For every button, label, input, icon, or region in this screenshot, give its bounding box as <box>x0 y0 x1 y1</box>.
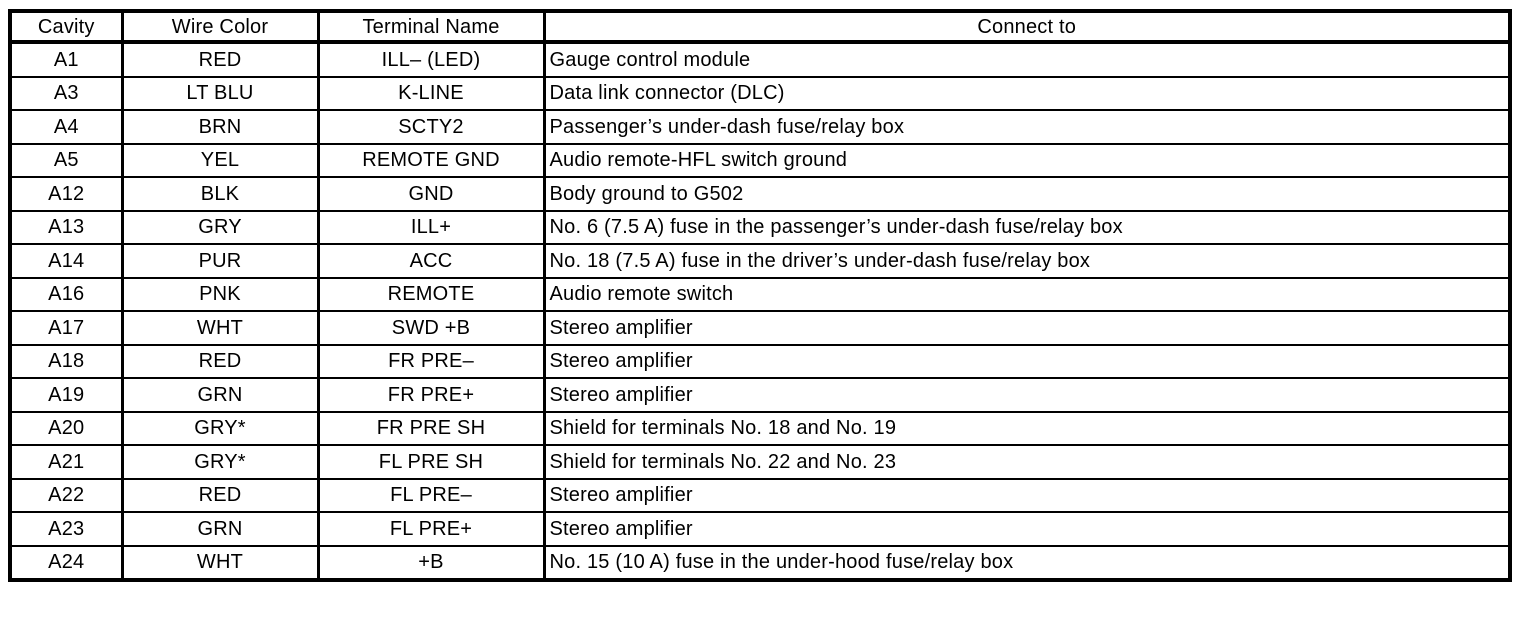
cell-wire-color: PUR <box>120 243 320 279</box>
cell-connect-to: Stereo amplifier <box>542 343 1512 379</box>
cell-cavity: A14 <box>8 243 124 279</box>
cell-terminal-name: ILL+ <box>316 209 546 245</box>
cell-wire-color: RED <box>120 477 320 513</box>
cell-wire-color: WHT <box>120 310 320 346</box>
cell-wire-color: BRN <box>120 109 320 145</box>
connector-pinout-table: Cavity Wire Color Terminal Name Connect … <box>8 9 1512 582</box>
cell-cavity: A16 <box>8 276 124 312</box>
cell-connect-to: Body ground to G502 <box>542 176 1512 212</box>
cell-terminal-name: REMOTE <box>316 276 546 312</box>
cell-wire-color: PNK <box>120 276 320 312</box>
cell-wire-color: LT BLU <box>120 75 320 111</box>
column-header-cavity: Cavity <box>8 10 124 44</box>
cell-cavity: A1 <box>8 41 124 78</box>
cell-cavity: A3 <box>8 75 124 111</box>
cell-connect-to: Shield for terminals No. 18 and No. 19 <box>542 410 1512 446</box>
cell-terminal-name: REMOTE GND <box>316 142 546 178</box>
cell-cavity: A23 <box>8 511 124 547</box>
cell-cavity: A20 <box>8 410 124 446</box>
cell-connect-to: Stereo amplifier <box>542 511 1512 547</box>
cell-cavity: A22 <box>8 477 124 513</box>
cell-cavity: A21 <box>8 444 124 480</box>
column-header-terminal-name: Terminal Name <box>316 10 546 44</box>
cell-connect-to: No. 15 (10 A) fuse in the under-hood fus… <box>542 544 1512 581</box>
cell-connect-to: No. 18 (7.5 A) fuse in the driver’s unde… <box>542 243 1512 279</box>
cell-wire-color: GRN <box>120 377 320 413</box>
cell-connect-to: Shield for terminals No. 22 and No. 23 <box>542 444 1512 480</box>
cell-terminal-name: ILL– (LED) <box>316 41 546 78</box>
cell-connect-to: Passenger’s under-dash fuse/relay box <box>542 109 1512 145</box>
cell-wire-color: RED <box>120 41 320 78</box>
cell-terminal-name: FL PRE+ <box>316 511 546 547</box>
header-row: Cavity Wire Color Terminal Name Connect … <box>8 10 1512 44</box>
cell-connect-to: Audio remote switch <box>542 276 1512 312</box>
cell-terminal-name: ACC <box>316 243 546 279</box>
cell-wire-color: GRY* <box>120 410 320 446</box>
cell-cavity: A24 <box>8 544 124 581</box>
cell-cavity: A18 <box>8 343 124 379</box>
cell-terminal-name: FR PRE+ <box>316 377 546 413</box>
cell-connect-to: Audio remote-HFL switch ground <box>542 142 1512 178</box>
cell-wire-color: WHT <box>120 544 320 581</box>
cell-cavity: A12 <box>8 176 124 212</box>
cell-wire-color: GRN <box>120 511 320 547</box>
column-header-wire-color: Wire Color <box>120 10 320 44</box>
cell-connect-to: Stereo amplifier <box>542 310 1512 346</box>
cell-connect-to: No. 6 (7.5 A) fuse in the passenger’s un… <box>542 209 1512 245</box>
cell-terminal-name: FL PRE– <box>316 477 546 513</box>
cell-terminal-name: SCTY2 <box>316 109 546 145</box>
cell-connect-to: Gauge control module <box>542 41 1512 78</box>
cell-connect-to: Data link connector (DLC) <box>542 75 1512 111</box>
cell-wire-color: YEL <box>120 142 320 178</box>
cell-wire-color: BLK <box>120 176 320 212</box>
cell-terminal-name: K-LINE <box>316 75 546 111</box>
column-header-connect-to: Connect to <box>542 10 1512 44</box>
cell-connect-to: Stereo amplifier <box>542 477 1512 513</box>
cell-cavity: A5 <box>8 142 124 178</box>
cell-wire-color: GRY* <box>120 444 320 480</box>
cell-connect-to: Stereo amplifier <box>542 377 1512 413</box>
cell-cavity: A19 <box>8 377 124 413</box>
cell-wire-color: RED <box>120 343 320 379</box>
cell-terminal-name: SWD +B <box>316 310 546 346</box>
cell-terminal-name: FR PRE SH <box>316 410 546 446</box>
cell-cavity: A17 <box>8 310 124 346</box>
cell-terminal-name: FL PRE SH <box>316 444 546 480</box>
cell-terminal-name: FR PRE– <box>316 343 546 379</box>
cell-cavity: A4 <box>8 109 124 145</box>
cell-terminal-name: +B <box>316 544 546 581</box>
cell-cavity: A13 <box>8 209 124 245</box>
cell-terminal-name: GND <box>316 176 546 212</box>
cell-wire-color: GRY <box>120 209 320 245</box>
